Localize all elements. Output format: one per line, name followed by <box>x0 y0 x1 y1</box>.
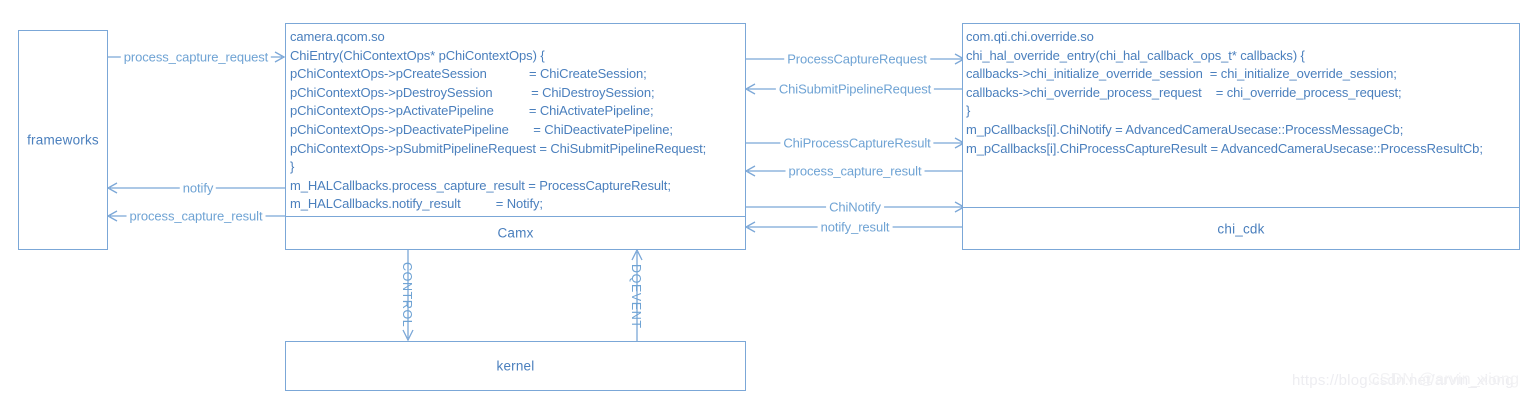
arrowhead-notify <box>106 182 118 194</box>
edge-label-process-capture-request: process_capture_request <box>120 49 272 65</box>
node-frameworks[interactable]: frameworks <box>18 30 108 250</box>
node-chi-cdk-label: chi_cdk <box>1217 221 1265 236</box>
edge-label-chi-notify: ChiNotify <box>826 199 884 215</box>
edge-label-process-capture-result-left: process_capture_result <box>126 208 266 224</box>
edge-label-process-capture-request-chi: ProcessCaptureRequest <box>784 51 930 67</box>
node-camx-label: Camx <box>497 225 534 241</box>
node-camx[interactable]: Camx <box>285 216 746 250</box>
arrowhead-process-capture-request <box>274 51 286 63</box>
node-camera-qcom-so-code: camera.qcom.so ChiEntry(ChiContextOps* p… <box>290 29 707 212</box>
arrowhead-chi-submit-pipeline-request <box>744 83 756 95</box>
node-camera-qcom-so[interactable] <box>285 23 746 250</box>
node-chi-override-so-code: com.qti.chi.override.so chi_hal_override… <box>966 29 1483 156</box>
edge-label-chi-submit-pipeline-request: ChiSubmitPipelineRequest <box>775 81 935 97</box>
node-kernel-label: kernel <box>496 358 535 374</box>
node-chi-cdk[interactable]: chi_cdk <box>962 207 1520 250</box>
arrowhead-control <box>402 329 414 342</box>
node-kernel[interactable]: kernel <box>285 341 746 391</box>
arrowhead-notify-result <box>744 221 756 233</box>
arrowhead-dqevent <box>631 248 643 261</box>
arrowhead-process-capture-result-chi <box>744 165 756 177</box>
edge-label-chi-process-capture-result: ChiProcessCaptureResult <box>780 135 934 151</box>
arrowhead-process-capture-result-left <box>106 210 118 222</box>
edge-label-notify-result: notify_result <box>817 219 893 235</box>
edge-label-notify: notify <box>179 180 217 196</box>
watermark-tag: CSDN @arvin_xiong <box>1368 371 1520 388</box>
node-frameworks-label: frameworks <box>27 132 99 148</box>
watermark-url: https://blog.csdn.net/arvin_xiong <box>1292 372 1514 389</box>
edge-label-dqevent: DQEVENT <box>629 264 643 329</box>
edge-label-process-capture-result-chi: process_capture_result <box>785 163 925 179</box>
edge-label-control: CONTROL <box>400 262 414 328</box>
